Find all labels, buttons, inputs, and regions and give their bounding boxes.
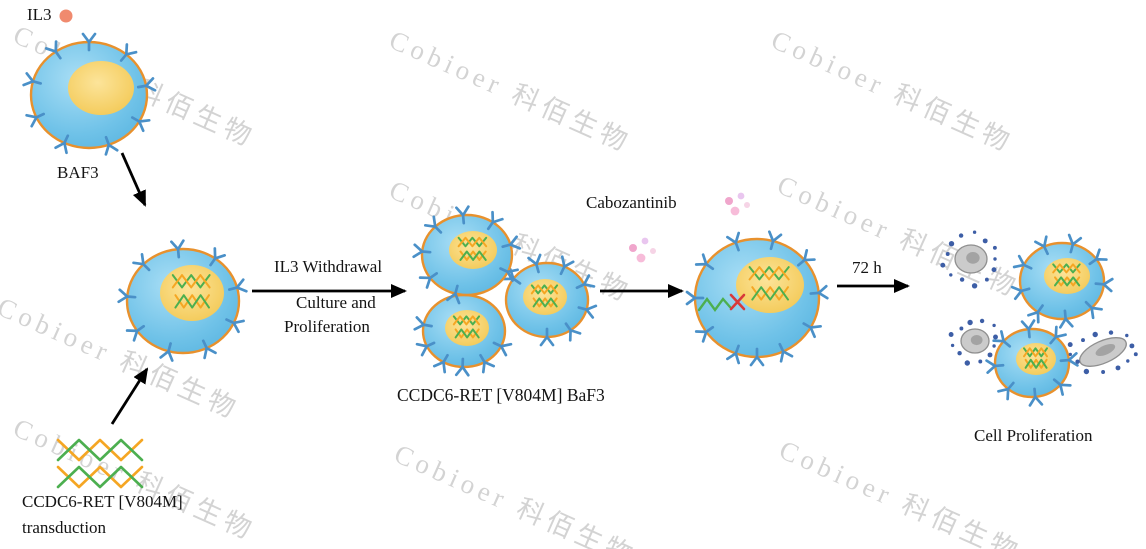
apoptotic-cell [948, 318, 998, 366]
il3-label: IL3 [27, 5, 52, 24]
cluster-label: CCDC6-RET [V804M] BaF3 [397, 385, 605, 405]
transduction-label-1: CCDC6-RET [V804M] [22, 492, 183, 511]
dna-helix-icon [56, 438, 144, 489]
cell-treated [685, 230, 829, 367]
result-label: Cell Proliferation [974, 426, 1093, 445]
apoptotic-cell [940, 230, 997, 289]
arrow-baf3-to-transduced [120, 152, 147, 207]
cell-result-top [1010, 233, 1114, 329]
apoptotic-cell [1067, 330, 1138, 375]
cell-cluster-right [502, 253, 598, 347]
cell-result-bottom [985, 319, 1079, 407]
cell-baf3-parental [22, 32, 157, 156]
drug-label: Cabozantinib [586, 193, 677, 212]
il3-ligand-icon [59, 9, 73, 23]
cell-cluster-top [412, 205, 522, 305]
drug-molecules-icon [629, 192, 750, 263]
time-label: 72 h [852, 258, 882, 277]
withdrawal-label-3: Proliferation [284, 317, 370, 336]
cell-baf3-transduced [117, 239, 248, 362]
inhibited-signal-icon [697, 293, 746, 313]
baf3-label: BAF3 [57, 163, 99, 182]
withdrawal-label-2: Culture and [296, 293, 376, 312]
withdrawal-label-1: IL3 Withdrawal [274, 257, 383, 276]
arrow-transduction [110, 367, 149, 425]
cells-layer [22, 32, 1138, 489]
transduction-label-2: transduction [22, 518, 107, 537]
cell-cluster-bottom [413, 293, 513, 377]
